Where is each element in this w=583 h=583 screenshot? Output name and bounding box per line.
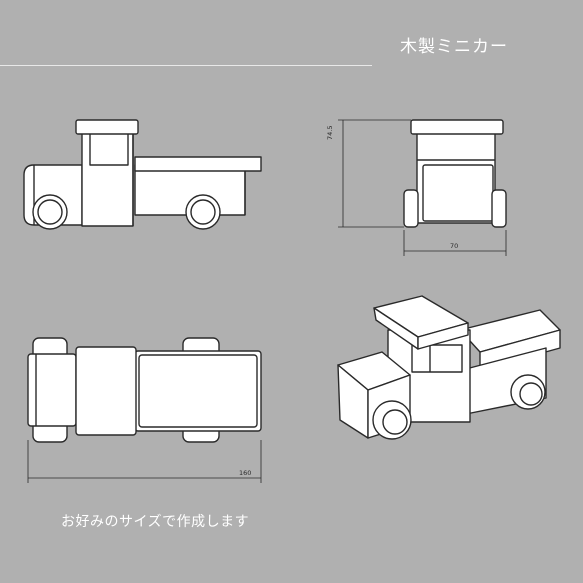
side-view [23, 119, 262, 230]
front-left-wheel [403, 189, 419, 228]
front-right-wheel [491, 189, 507, 228]
iso-cabin-window [411, 344, 463, 373]
front-view: 74.5 70 [326, 119, 507, 256]
side-roof [75, 119, 139, 135]
width-dimension: 70 [450, 242, 458, 250]
caption-text: お好みのサイズで作成します [61, 514, 250, 530]
title-underline [0, 65, 372, 66]
product-title: 木製ミニカー [400, 37, 508, 57]
top-bed [134, 350, 262, 432]
top-cabin-roof [75, 346, 137, 436]
iso-rear-wheel [510, 374, 546, 410]
iso-front-wheel [372, 400, 412, 440]
top-view: 160 [27, 337, 262, 483]
front-grille [422, 164, 494, 222]
length-dimension: 160 [239, 469, 251, 477]
side-bed-top [134, 156, 262, 172]
top-hood [27, 353, 77, 427]
front-roof [410, 119, 504, 135]
isometric-view [337, 295, 561, 440]
iso-roof-front [417, 322, 469, 350]
height-dimension: 74.5 [326, 126, 334, 140]
side-window [89, 132, 129, 166]
